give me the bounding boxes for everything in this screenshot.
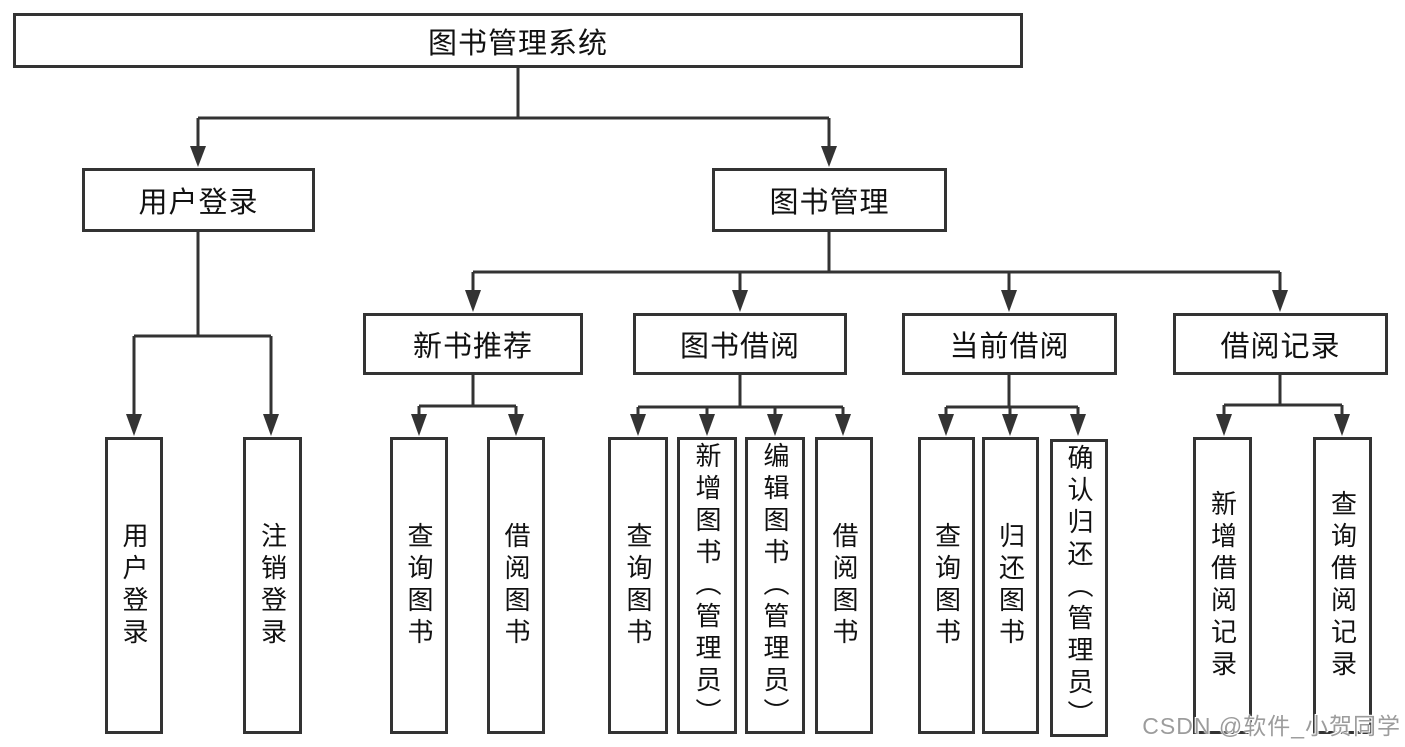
node-current-borrowing: 当前借阅 [902, 313, 1117, 375]
arrowheads-user-login [126, 414, 279, 436]
leaf-confirm-return-admin: 确认归还（管理员） [1050, 439, 1108, 737]
leaf-label: 注销登录 [257, 521, 288, 650]
connector-borrowing-records-children [1222, 373, 1344, 418]
connector-current-borrowing-children [944, 373, 1080, 418]
leaf-user-login: 用户登录 [105, 437, 163, 734]
node-label: 当前借阅 [949, 331, 1070, 363]
leaf-logout-login: 注销登录 [243, 437, 302, 734]
node-label: 新书推荐 [412, 331, 533, 363]
node-label: 用户登录 [138, 187, 259, 219]
leaf-label: 借阅图书 [501, 521, 531, 650]
leaf-label: 查询图书 [404, 521, 434, 650]
leaf-label: 借阅图书 [829, 521, 859, 650]
leaf-label: 归还图书 [995, 521, 1026, 650]
node-borrowing-records: 借阅记录 [1173, 313, 1388, 375]
leaf-label: 编辑图书（管理员） [760, 441, 790, 730]
leaf-query-borrow-record: 查询借阅记录 [1313, 437, 1372, 734]
arrowheads-current-borrowing [938, 414, 1086, 436]
leaf-label: 用户登录 [119, 521, 149, 650]
leaf-label: 查询图书 [623, 521, 653, 650]
leaf-label: 查询图书 [931, 521, 962, 650]
connector-book-mgmt-to-level3 [471, 230, 1282, 294]
node-label: 图书管理系统 [427, 27, 608, 60]
leaf-edit-book-admin: 编辑图书（管理员） [745, 437, 805, 734]
connector-book-borrowing-children [636, 373, 845, 418]
leaf-query-books-recommend: 查询图书 [390, 437, 448, 734]
node-book-management: 图书管理 [712, 168, 947, 232]
node-label: 借阅记录 [1220, 331, 1341, 363]
node-label: 图书借阅 [679, 331, 800, 363]
leaf-add-book-admin: 新增图书（管理员） [677, 437, 737, 734]
arrowheads-new-book [411, 414, 524, 436]
leaf-return-books: 归还图书 [982, 437, 1039, 734]
arrowheads-book-borrowing [630, 414, 851, 436]
leaf-label: 新增图书（管理员） [692, 441, 722, 730]
connector-root-to-level2 [196, 66, 831, 148]
connector-new-book-children [417, 373, 518, 418]
node-book-borrowing: 图书借阅 [633, 313, 847, 375]
node-user-login: 用户登录 [82, 168, 315, 232]
node-new-book-recommend: 新书推荐 [363, 313, 583, 375]
leaf-label: 查询借阅记录 [1327, 489, 1358, 682]
csdn-watermark: CSDN @软件_小贺同学 [1142, 713, 1401, 739]
arrowheads-level3 [465, 290, 1288, 312]
connector-user-login-children [132, 230, 273, 418]
node-label: 图书管理 [769, 187, 890, 219]
leaf-borrow-books-recommend: 借阅图书 [487, 437, 545, 734]
leaf-query-books-current: 查询图书 [918, 437, 975, 734]
arrowheads-level2 [190, 146, 837, 167]
node-library-system: 图书管理系统 [13, 13, 1023, 68]
leaf-add-borrow-record: 新增借阅记录 [1193, 437, 1252, 734]
arrowheads-borrowing-records [1216, 414, 1350, 436]
leaf-query-books-borrowing: 查询图书 [608, 437, 668, 734]
leaf-borrow-books-borrowing: 借阅图书 [815, 437, 873, 734]
leaf-label: 新增借阅记录 [1207, 489, 1238, 682]
leaf-label: 确认归还（管理员） [1064, 444, 1094, 732]
